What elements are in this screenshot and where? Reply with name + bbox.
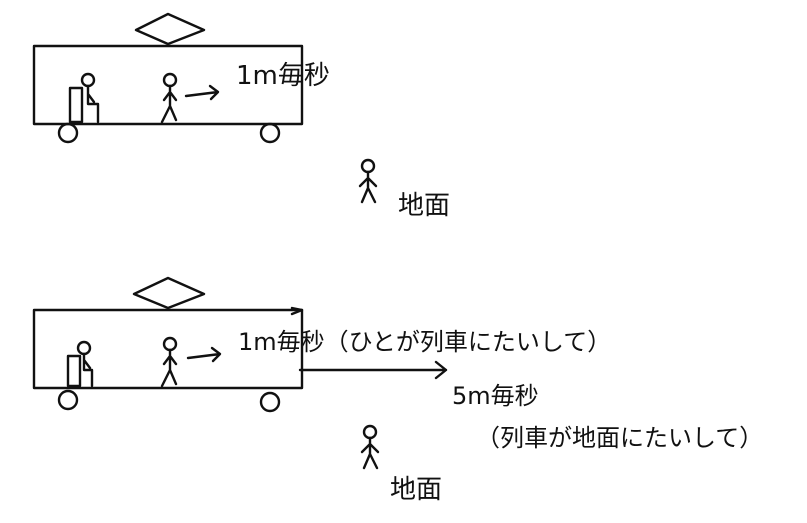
- top-person-arrow: [184, 84, 220, 101]
- top-ground-person: [358, 158, 378, 204]
- top-person-speed: 1m毎秒: [236, 61, 330, 91]
- top-seat: [68, 86, 84, 124]
- bottom-train-body: [32, 308, 304, 390]
- top-ground-label: 地面: [398, 191, 450, 221]
- bottom-ground-label: 地面: [390, 475, 442, 505]
- bottom-person-speed: 1m毎秒（ひとが列車にたいして）: [238, 328, 611, 356]
- bottom-train-wheel-left: [57, 389, 79, 411]
- top-train-wheel-left: [57, 122, 79, 144]
- bottom-train-speed: 5m毎秒: [452, 382, 539, 410]
- top-scene: 1m毎秒 地面: [32, 12, 450, 221]
- top-seated-person: [68, 72, 100, 124]
- bottom-person-arrow: [186, 346, 222, 363]
- top-train-body: [32, 44, 304, 126]
- top-train-wheel-right: [259, 122, 281, 144]
- bottom-train: [32, 276, 304, 413]
- bottom-train-arrow: [298, 360, 448, 380]
- top-pantograph: [134, 12, 206, 46]
- top-train: [32, 12, 304, 144]
- bottom-train-wheel-right: [259, 391, 281, 413]
- bottom-train-speed-note: （列車が地面にたいして）: [476, 424, 763, 452]
- bottom-seated-person: [66, 340, 94, 388]
- bottom-scene: 1m毎秒（ひとが列車にたいして） 5m毎秒 （列車が地面にたいして） 地面: [32, 276, 763, 505]
- bottom-ground-person: [360, 424, 380, 470]
- bottom-pantograph: [132, 276, 206, 310]
- bottom-walking-person: [160, 336, 178, 388]
- bottom-roof-arrow-tip: [290, 306, 304, 316]
- top-walking-person: [160, 72, 178, 124]
- bottom-seat: [66, 354, 82, 388]
